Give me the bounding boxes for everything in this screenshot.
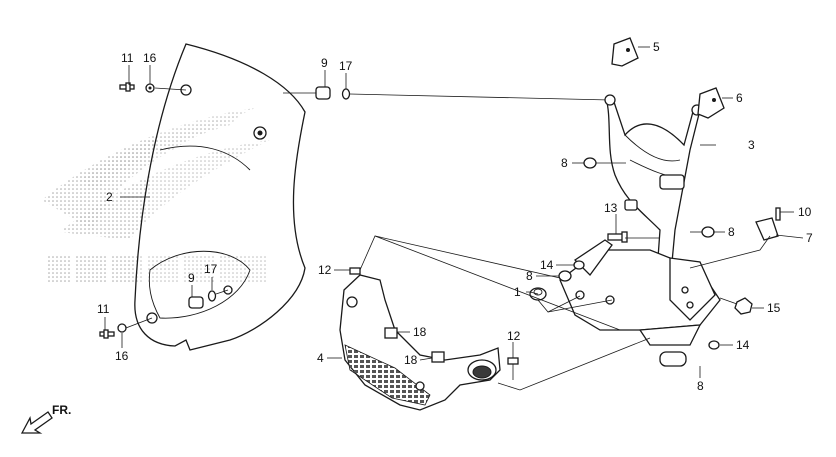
callout-10: 10: [798, 205, 812, 219]
front-direction-label: FR.: [52, 403, 71, 417]
honda-wordmark: [48, 255, 268, 283]
spacer-9-lower: [188, 296, 204, 309]
grommet-8-d: [659, 351, 687, 367]
bolt-10: [775, 207, 781, 221]
callout-13: 13: [604, 201, 618, 215]
front-direction-arrow: FR.: [20, 403, 71, 434]
collar-14-b: [708, 340, 720, 350]
nut-15: [734, 297, 753, 315]
callout-11-upper: 11: [121, 51, 134, 65]
meter-bracket: [559, 239, 721, 346]
grommet-17-upper: [341, 88, 351, 100]
callout-8-d: 8: [697, 379, 704, 393]
bolt-13: [607, 231, 628, 243]
callout-18-a: 18: [413, 325, 427, 339]
grommet-17-lower: [207, 290, 217, 302]
cap-5: [611, 37, 639, 67]
screw-12-b: [507, 357, 519, 365]
washer-16-lower: [117, 323, 127, 333]
grommet-8-a: [583, 157, 597, 169]
collar-14-a: [573, 260, 585, 270]
callout-16-lower: 16: [115, 349, 129, 363]
callout-6: 6: [736, 91, 743, 105]
callout-9-upper: 9: [321, 56, 328, 70]
callout-12-a: 12: [318, 263, 332, 277]
screw-12-a: [349, 267, 361, 275]
callout-14-b: 14: [736, 338, 750, 352]
callout-4: 4: [317, 351, 324, 365]
grommet-8-b: [701, 226, 715, 238]
callout-1: 1: [514, 285, 521, 299]
callout-17-upper: 17: [339, 59, 353, 73]
bolt-11-upper: [119, 82, 135, 92]
callout-7: 7: [806, 231, 813, 245]
callout-2: 2: [106, 190, 113, 204]
callout-3: 3: [748, 138, 755, 152]
bolt-11-lower: [99, 329, 115, 339]
callout-18-b: 18: [404, 353, 418, 367]
callout-8-b: 8: [728, 225, 735, 239]
callout-16-upper: 16: [143, 51, 157, 65]
spacer-9-upper: [315, 86, 331, 100]
washer-16-upper: [145, 83, 155, 93]
callout-9-lower: 9: [188, 271, 195, 285]
callout-5: 5: [653, 40, 660, 54]
callout-15: 15: [767, 301, 781, 315]
callout-8-c: 8: [526, 269, 533, 283]
honda-wing-logo: [42, 108, 270, 283]
callout-17-lower: 17: [204, 262, 218, 276]
callout-14-a: 14: [540, 258, 554, 272]
callout-leaders: [104, 46, 804, 378]
clip-7: [755, 217, 779, 241]
callout-8-a: 8: [561, 156, 568, 170]
callout-11-lower: 11: [97, 302, 110, 316]
cap-6: [697, 87, 725, 119]
grommet-8-c: [558, 270, 572, 282]
assembly-guide-lines: [359, 162, 771, 391]
callout-labels: 2 3 4 5 6 7 8 8 8 8 9 9 10 11 11 12 12 1…: [97, 40, 813, 393]
windscreen: [134, 43, 306, 351]
meter-panel-cover: [339, 274, 501, 411]
callout-12-b: 12: [507, 329, 521, 343]
